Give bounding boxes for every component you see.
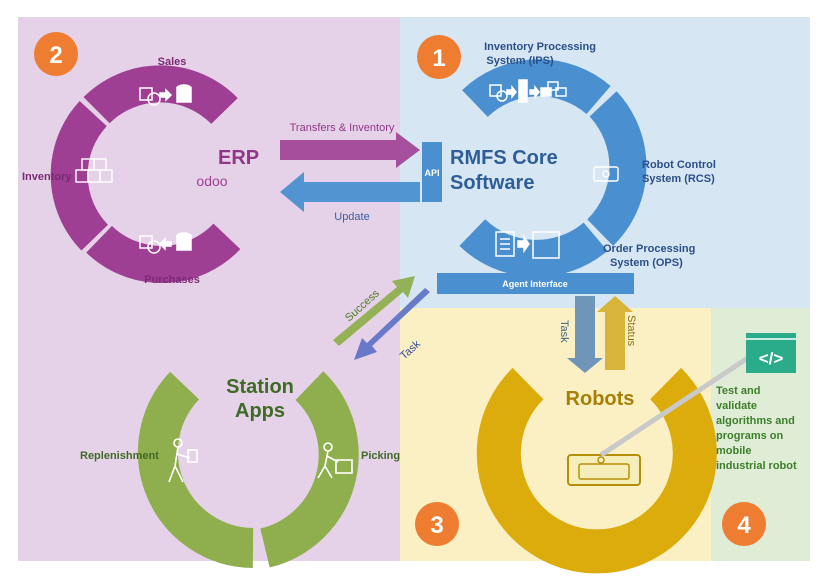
core-ring-ips-segment (462, 59, 611, 118)
robots-title: Robots (566, 388, 635, 410)
station-ring (137, 371, 359, 568)
update-arrow (280, 172, 420, 212)
ops-label-line1: Order Processing (603, 243, 695, 255)
robots-ring (476, 367, 717, 574)
badge-test-number: 4 (737, 512, 751, 539)
test-line-1: Test and (716, 385, 760, 397)
picking-label: Picking (361, 450, 400, 462)
ips-label-line1: Inventory Processing (484, 41, 596, 53)
rcs-icon (593, 166, 619, 182)
badge-erp (34, 32, 78, 76)
robot-device-panel (578, 463, 630, 480)
badge-erp-number: 2 (49, 42, 62, 69)
task-station-arrow (354, 288, 430, 360)
code-glyph: </> (759, 349, 784, 368)
test-line-2: validate (716, 400, 757, 412)
ops-icon (495, 231, 560, 259)
erp-inventory-label: Inventory (22, 171, 72, 183)
badge-core (417, 35, 461, 79)
status-label: Status (625, 315, 637, 347)
rcs-label-line1: Robot Control (642, 159, 716, 171)
test-line-3: algorithms and (716, 415, 795, 427)
erp-sales-label: Sales (158, 56, 187, 68)
station-title-line1: Station (226, 376, 294, 398)
purchases-icon (139, 232, 192, 254)
api-box (422, 142, 442, 202)
badge-robots (415, 502, 459, 546)
sales-icon (139, 84, 192, 106)
erp-purchases-label: Purchases (144, 274, 200, 286)
erp-title: ERP (218, 147, 259, 169)
ips-icon (489, 79, 567, 103)
replenishment-label: Replenishment (80, 450, 159, 462)
erp-ring-purchases-segment (86, 223, 241, 283)
transfers-label: Transfers & Inventory (290, 122, 395, 134)
inventory-icon (75, 158, 113, 183)
ops-label-line2: System (OPS) (610, 257, 683, 269)
test-line-4: programs on (716, 430, 784, 442)
robot-device-sensor (597, 456, 605, 464)
badge-robots-number: 3 (430, 512, 443, 539)
status-arrow (597, 296, 633, 370)
task-robot-label: Task (558, 320, 570, 343)
ips-label-line2: System (IPS) (486, 55, 554, 67)
connector-line (599, 347, 762, 458)
transfers-arrow (280, 132, 420, 168)
erp-logo: odoo (196, 173, 227, 189)
test-line-5: mobile (716, 445, 751, 457)
agent-interface-bar (437, 273, 634, 294)
erp-ring-sales-segment (83, 65, 238, 125)
badge-test (722, 502, 766, 546)
rcs-label-line2: System (RCS) (642, 173, 715, 185)
core-ring-rcs-segment (586, 91, 647, 246)
update-label: Update (334, 211, 369, 223)
picking-icon (317, 442, 353, 479)
badge-core-number: 1 (432, 45, 445, 72)
agent-interface-label: Agent Interface (502, 279, 568, 289)
station-ring-left-segment (137, 371, 254, 568)
replenishment-icon (168, 438, 198, 483)
erp-ring-inventory-segment (50, 101, 109, 251)
success-arrow (333, 276, 415, 346)
task-robot-arrow (567, 296, 603, 373)
station-title-line2: Apps (235, 400, 285, 422)
test-line-6: industrial robot (716, 460, 797, 472)
core-title-line1: RMFS Core (450, 147, 558, 169)
core-software-panel (400, 17, 810, 308)
station-ring-right-segment (259, 371, 359, 568)
api-label: API (424, 168, 439, 178)
erp-ring (50, 65, 241, 283)
core-title-line2: Software (450, 172, 534, 194)
